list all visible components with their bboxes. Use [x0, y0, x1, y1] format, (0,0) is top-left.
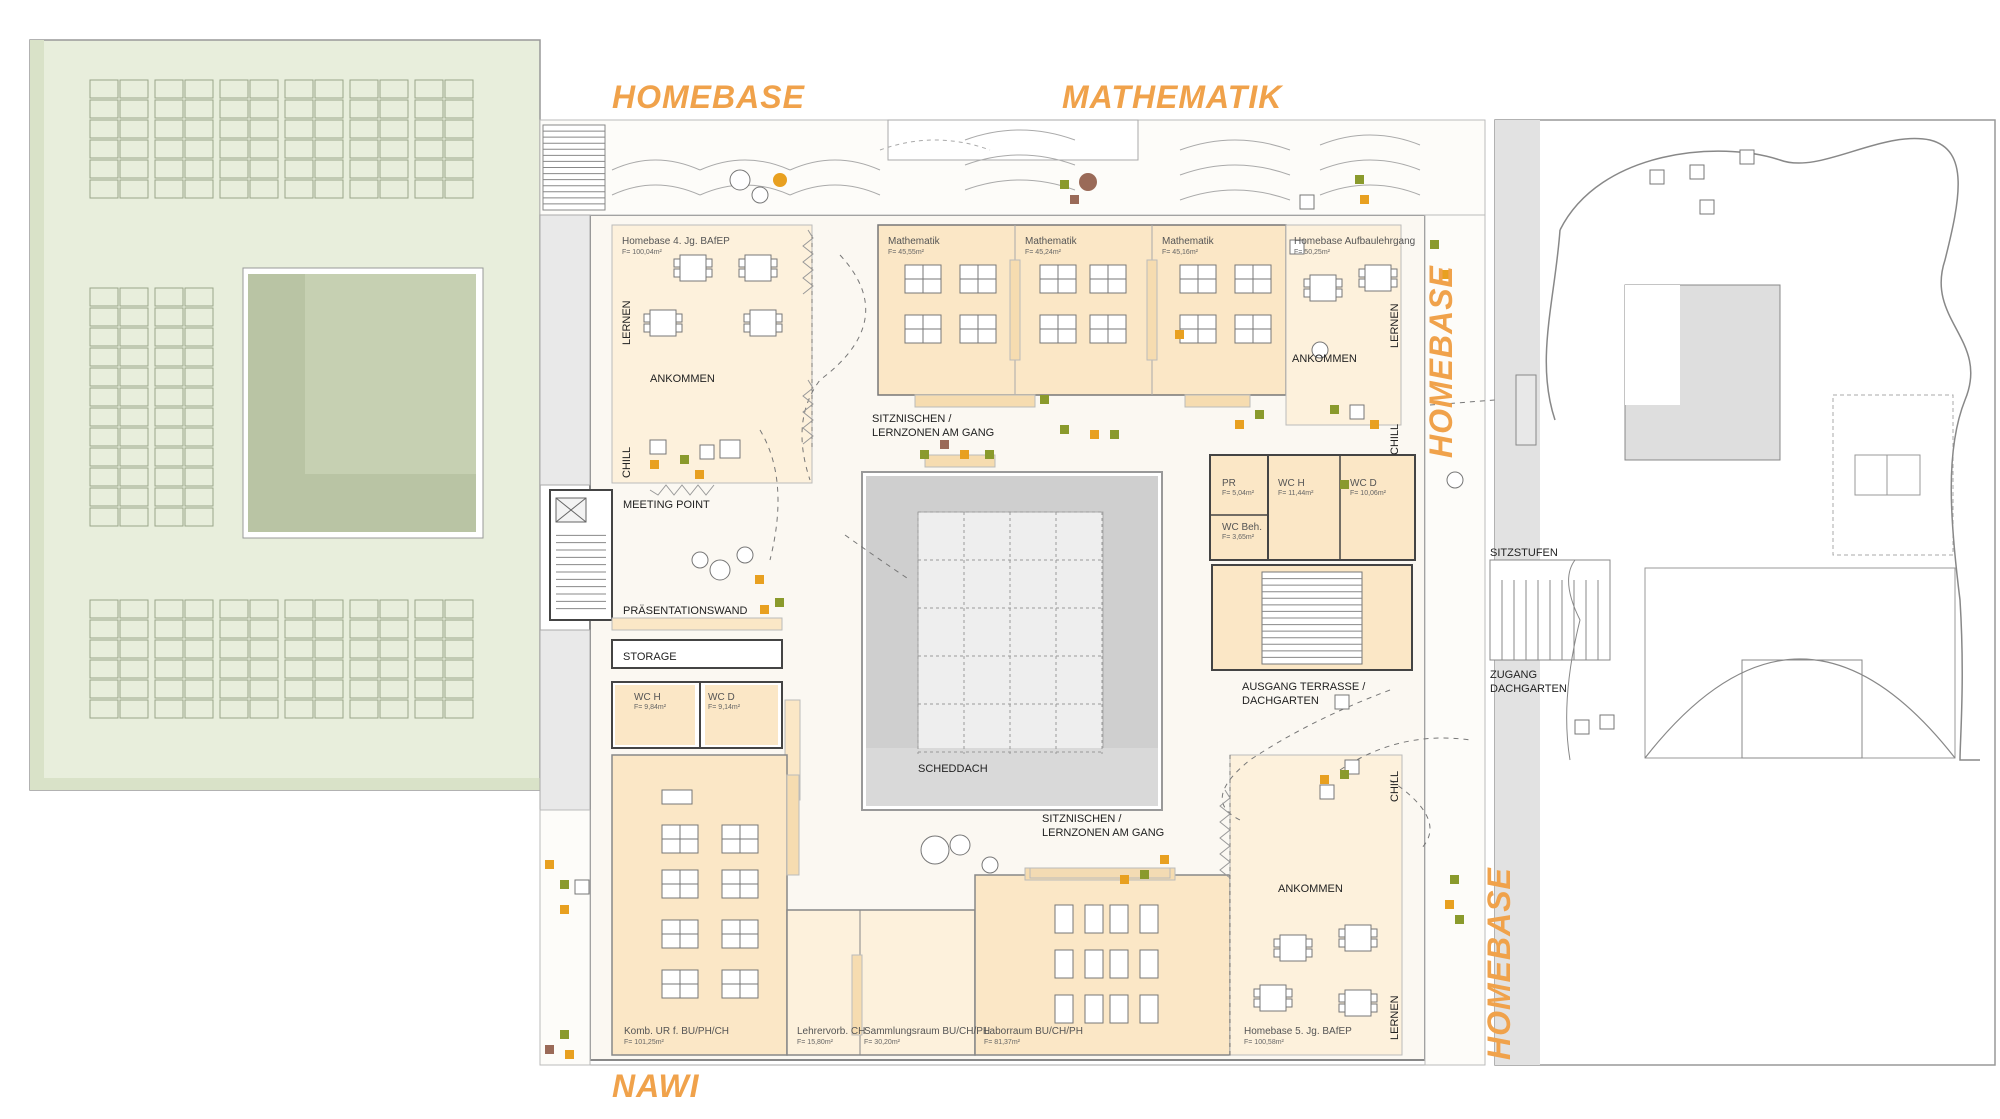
room-area: F= 50,25m²	[1294, 249, 1331, 256]
zone-lernen-left: LERNEN	[621, 300, 633, 345]
room-area: F= 5,04m²	[1222, 490, 1255, 497]
zone-zugang-2: DACHGARTEN	[1490, 683, 1567, 695]
room-kombi: Komb. UR f. BU/PH/CH F= 101,25m²	[624, 1026, 729, 1046]
room-area: F= 9,14m²	[708, 704, 741, 711]
room-sammlung: Sammlungsraum BU/CH/PH F= 30,20m²	[864, 1026, 990, 1046]
zone-sitznischen-bottom-1: SITZNISCHEN /	[1042, 813, 1122, 825]
zone-storage: STORAGE	[623, 651, 677, 663]
room-title: Homebase 4. Jg. BAfEP	[622, 236, 730, 247]
zone-scheddach: SCHEDDACH	[918, 763, 988, 775]
room-math3: Mathematik F= 45,16m²	[1162, 236, 1215, 256]
room-title: Homebase Aufbaulehrgang	[1294, 236, 1415, 247]
room-title: Homebase 5. Jg. BAfEP	[1244, 1026, 1352, 1037]
room-title: WC Beh.	[1222, 522, 1262, 533]
room-area: F= 45,24m²	[1025, 249, 1062, 256]
room-homebase5: Homebase 5. Jg. BAfEP F= 100,58m²	[1244, 1026, 1352, 1046]
room-wcd-left: WC D F= 9,14m²	[708, 692, 741, 711]
room-title: WC D	[708, 692, 735, 703]
room-title: Mathematik	[1025, 236, 1078, 247]
zone-ankommen-bottom: ANKOMMEN	[1278, 883, 1343, 895]
room-title: Mathematik	[1162, 236, 1215, 247]
room-title: WC H	[634, 692, 661, 703]
room-pr: PR F= 5,04m²	[1222, 478, 1255, 497]
room-area: F= 30,20m²	[864, 1039, 901, 1046]
room-wch-left: WC H F= 9,84m²	[634, 692, 667, 711]
zone-praesentationswand: PRÄSENTATIONSWAND	[623, 605, 748, 617]
room-title: Mathematik	[888, 236, 941, 247]
left-stair	[549, 489, 613, 621]
room-title: WC D	[1350, 478, 1377, 489]
room-area: F= 45,55m²	[888, 249, 925, 256]
zone-sitznischen-top-1: SITZNISCHEN /	[872, 413, 952, 425]
room-math1: Mathematik F= 45,55m²	[888, 236, 941, 256]
room-wcd-top: WC D F= 10,06m²	[1350, 478, 1387, 497]
zone-chill-right: CHILL	[1389, 424, 1401, 455]
zone-lernen-right: LERNEN	[1389, 303, 1401, 348]
room-area: F= 10,06m²	[1350, 490, 1387, 497]
room-area: F= 100,58m²	[1244, 1039, 1285, 1046]
room-title: Sammlungsraum BU/CH/PH	[864, 1026, 990, 1037]
zone-sitznischen-bottom-2: LERNZONEN AM GANG	[1042, 827, 1164, 839]
right-building	[1489, 119, 1996, 1066]
zone-chill-right-bottom: CHILL	[1389, 771, 1401, 802]
zone-ankommen-right: ANKOMMEN	[1292, 353, 1357, 365]
zone-meeting-point: MEETING POINT	[623, 499, 710, 511]
zone-sitznischen-top-2: LERNZONEN AM GANG	[872, 427, 994, 439]
zone-chill-left: CHILL	[621, 447, 633, 478]
heading-homebase-bottom-right: HOMEBASE	[1481, 866, 1517, 1060]
room-area: F= 81,37m²	[984, 1039, 1021, 1046]
heading-nawi: NAWI	[612, 1068, 700, 1104]
zone-ausgang-1: AUSGANG TERRASSE /	[1242, 681, 1366, 693]
room-homebase-auf: Homebase Aufbaulehrgang F= 50,25m²	[1294, 236, 1415, 256]
zone-ausgang-2: DACHGARTEN	[1242, 695, 1319, 707]
room-math2: Mathematik F= 45,24m²	[1025, 236, 1078, 256]
room-title: Lehrervorb. CH	[797, 1026, 865, 1037]
main-building	[539, 119, 1561, 1066]
heading-homebase-right: HOMEBASE	[1423, 264, 1459, 458]
room-area: F= 100,04m²	[622, 249, 663, 256]
zone-sitzstufen: SITZSTUFEN	[1490, 547, 1558, 559]
room-area: F= 3,65m²	[1222, 534, 1255, 541]
neighbor-roof	[29, 39, 541, 791]
room-title: Laborraum BU/CH/PH	[984, 1026, 1083, 1037]
room-homebase4: Homebase 4. Jg. BAfEP F= 100,04m²	[622, 236, 730, 256]
room-wcbeh: WC Beh. F= 3,65m²	[1222, 522, 1262, 541]
room-area: F= 11,44m²	[1278, 490, 1314, 497]
zone-lernen-bottom: LERNEN	[1389, 995, 1401, 1040]
heading-mathematik: MATHEMATIK	[1062, 79, 1284, 115]
top-left-stair	[542, 124, 606, 211]
room-area: F= 45,16m²	[1162, 249, 1199, 256]
room-title: WC H	[1278, 478, 1305, 489]
room-area: F= 15,80m²	[797, 1039, 834, 1046]
room-area: F= 101,25m²	[624, 1039, 665, 1046]
room-lehrer: Lehrervorb. CH F= 15,80m²	[797, 1026, 865, 1046]
room-title: PR	[1222, 478, 1236, 489]
zone-ankommen-left: ANKOMMEN	[650, 373, 715, 385]
zone-zugang-1: ZUGANG	[1490, 669, 1537, 681]
room-wch-top: WC H F= 11,44m²	[1278, 478, 1314, 497]
heading-homebase-top: HOMEBASE	[612, 79, 806, 115]
room-area: F= 9,84m²	[634, 704, 667, 711]
room-title: Komb. UR f. BU/PH/CH	[624, 1026, 729, 1037]
room-labor: Laborraum BU/CH/PH F= 81,37m²	[984, 1026, 1083, 1046]
